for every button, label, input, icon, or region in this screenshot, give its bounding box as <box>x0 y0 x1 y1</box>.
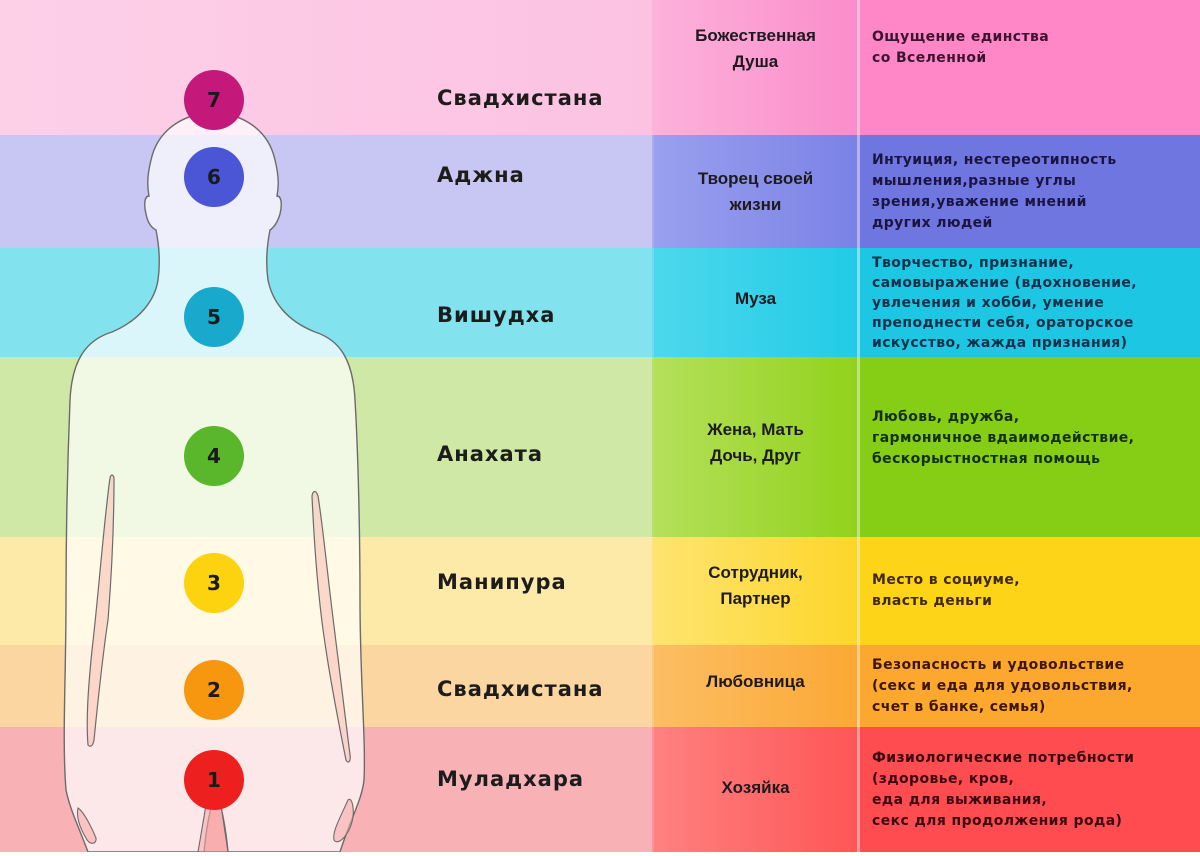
row-4-left-bg <box>0 357 652 537</box>
chakra-3-number: 3 <box>207 571 221 595</box>
row-3-desc-cell: Место в социуме, власть деньги <box>857 537 1200 645</box>
row-6-role-cell: Творец своей жизни <box>652 135 857 248</box>
row-5-role: Муза <box>734 288 777 308</box>
chakra-6-number: 6 <box>207 165 221 189</box>
row-chakra-5: Муза Творчество, признание, самовыражени… <box>0 248 1200 357</box>
row-2-role: Любовница <box>706 672 805 691</box>
row-chakra-4: Жена, Мать Дочь, Друг Любовь, дружба, га… <box>0 357 1200 537</box>
chakra-3-circle: 3 <box>184 553 244 613</box>
row-6-left-bg <box>0 135 652 248</box>
row-3-description: Место в социуме, власть деньги <box>872 572 1020 609</box>
chakra-1-number: 1 <box>207 768 221 792</box>
chakra-5-circle: 5 <box>184 287 244 347</box>
row-5-desc-cell: Творчество, признание, самовыражение (вд… <box>857 248 1200 357</box>
chakra-7-number: 7 <box>207 88 221 112</box>
row-6-desc-cell: Интуиция, нестереотипность мышления,разн… <box>857 135 1200 248</box>
chakra-3-name: Манипура <box>437 570 567 594</box>
row-4-description: Любовь, дружба, гармоничное вдаимодейств… <box>872 408 1135 467</box>
chakra-2-number: 2 <box>207 678 221 702</box>
row-3-role: Сотрудник, Партнер <box>708 563 803 608</box>
row-7-role: Божественная Душа <box>695 25 816 71</box>
row-1-description: Физиологические потребности (здоровье, к… <box>872 749 1135 829</box>
row-5-role-cell: Муза <box>652 248 857 357</box>
chakra-2-circle: 2 <box>184 660 244 720</box>
chakra-4-name: Анахата <box>437 442 543 466</box>
row-4-role-cell: Жена, Мать Дочь, Друг <box>652 357 857 537</box>
row-1-desc-cell: Физиологические потребности (здоровье, к… <box>857 727 1200 852</box>
chakra-6-name: Аджна <box>437 163 525 187</box>
chakra-4-number: 4 <box>207 444 221 468</box>
row-7-role-cell: Божественная Душа <box>652 0 857 135</box>
row-1-role: Хозяйка <box>721 777 790 797</box>
row-chakra-1: Хозяйка Физиологические потребности (здо… <box>0 727 1200 852</box>
chakra-6-circle: 6 <box>184 147 244 207</box>
row-4-role: Жена, Мать Дочь, Друг <box>707 420 804 465</box>
chakra-1-circle: 1 <box>184 750 244 810</box>
row-1-role-cell: Хозяйка <box>652 727 857 852</box>
chakra-4-circle: 4 <box>184 426 244 486</box>
row-2-desc-cell: Безопасность и удовольствие (секс и еда … <box>857 645 1200 727</box>
row-chakra-6: Творец своей жизни Интуиция, нестереотип… <box>0 135 1200 248</box>
row-5-description: Творчество, признание, самовыражение (вд… <box>872 254 1138 351</box>
chakra-7-name: Свадхистана <box>437 86 604 110</box>
chakra-5-name: Вишудха <box>437 303 556 327</box>
chakra-5-number: 5 <box>207 305 221 329</box>
row-2-description: Безопасность и удовольствие (секс и еда … <box>872 656 1133 715</box>
chakra-1-name: Муладхара <box>437 767 585 791</box>
row-7-left-bg <box>0 0 652 135</box>
row-7-description: Ощущение единства со Вселенной <box>872 28 1050 66</box>
row-6-description: Интуиция, нестереотипность мышления,разн… <box>872 151 1117 231</box>
chakra-7-circle: 7 <box>184 70 244 130</box>
row-2-role-cell: Любовница <box>652 645 857 727</box>
row-chakra-7: Божественная Душа Ощущение единства со В… <box>0 0 1200 135</box>
row-4-desc-cell: Любовь, дружба, гармоничное вдаимодейств… <box>857 357 1200 537</box>
row-7-desc-cell: Ощущение единства со Вселенной <box>857 0 1200 135</box>
row-6-role: Творец своей жизни <box>697 168 814 214</box>
row-chakra-3: Сотрудник, Партнер Место в социуме, влас… <box>0 537 1200 645</box>
chakra-2-name: Свадхистана <box>437 677 604 701</box>
row-3-role-cell: Сотрудник, Партнер <box>652 537 857 645</box>
